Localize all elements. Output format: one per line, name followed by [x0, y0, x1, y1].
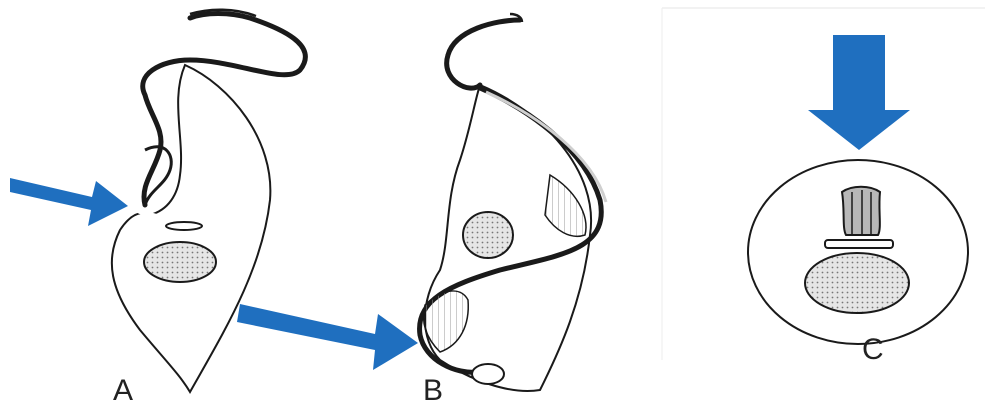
cell-b-flagellum: [447, 20, 520, 88]
panel-label-a: A: [113, 376, 133, 406]
cell-a-nucleus: [144, 242, 216, 282]
cell-c-nucleus: [805, 253, 909, 313]
cell-b: [420, 14, 606, 391]
cell-c: [748, 160, 968, 344]
arrow-c: [808, 35, 910, 150]
cell-a-kinetoplast: [166, 222, 202, 230]
cell-a: [112, 10, 306, 392]
arrow-a: [10, 178, 128, 226]
panel-label-b: B: [423, 376, 443, 406]
panel-label-c: C: [862, 335, 884, 365]
cell-b-kinetoplast: [472, 364, 504, 384]
cell-b-nucleus: [463, 212, 513, 258]
cell-c-kinetoplast: [825, 240, 893, 248]
arrow-b: [237, 304, 418, 370]
cell-c-flagellar-pocket: [842, 187, 880, 235]
